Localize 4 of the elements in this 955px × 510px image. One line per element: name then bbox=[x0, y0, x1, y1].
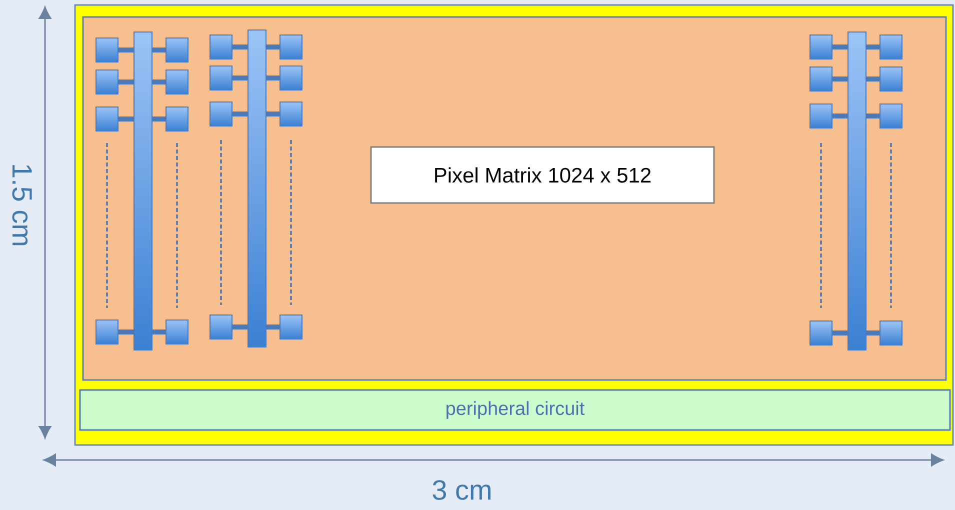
dimension-label: 3 cm bbox=[432, 480, 490, 500]
dimension-label: 1.5 cm bbox=[12, 165, 32, 246]
matrix-label-box: Pixel Matrix 1024 x 512 bbox=[370, 146, 715, 204]
peripheral-circuit-box: peripheral circuit bbox=[79, 389, 951, 431]
